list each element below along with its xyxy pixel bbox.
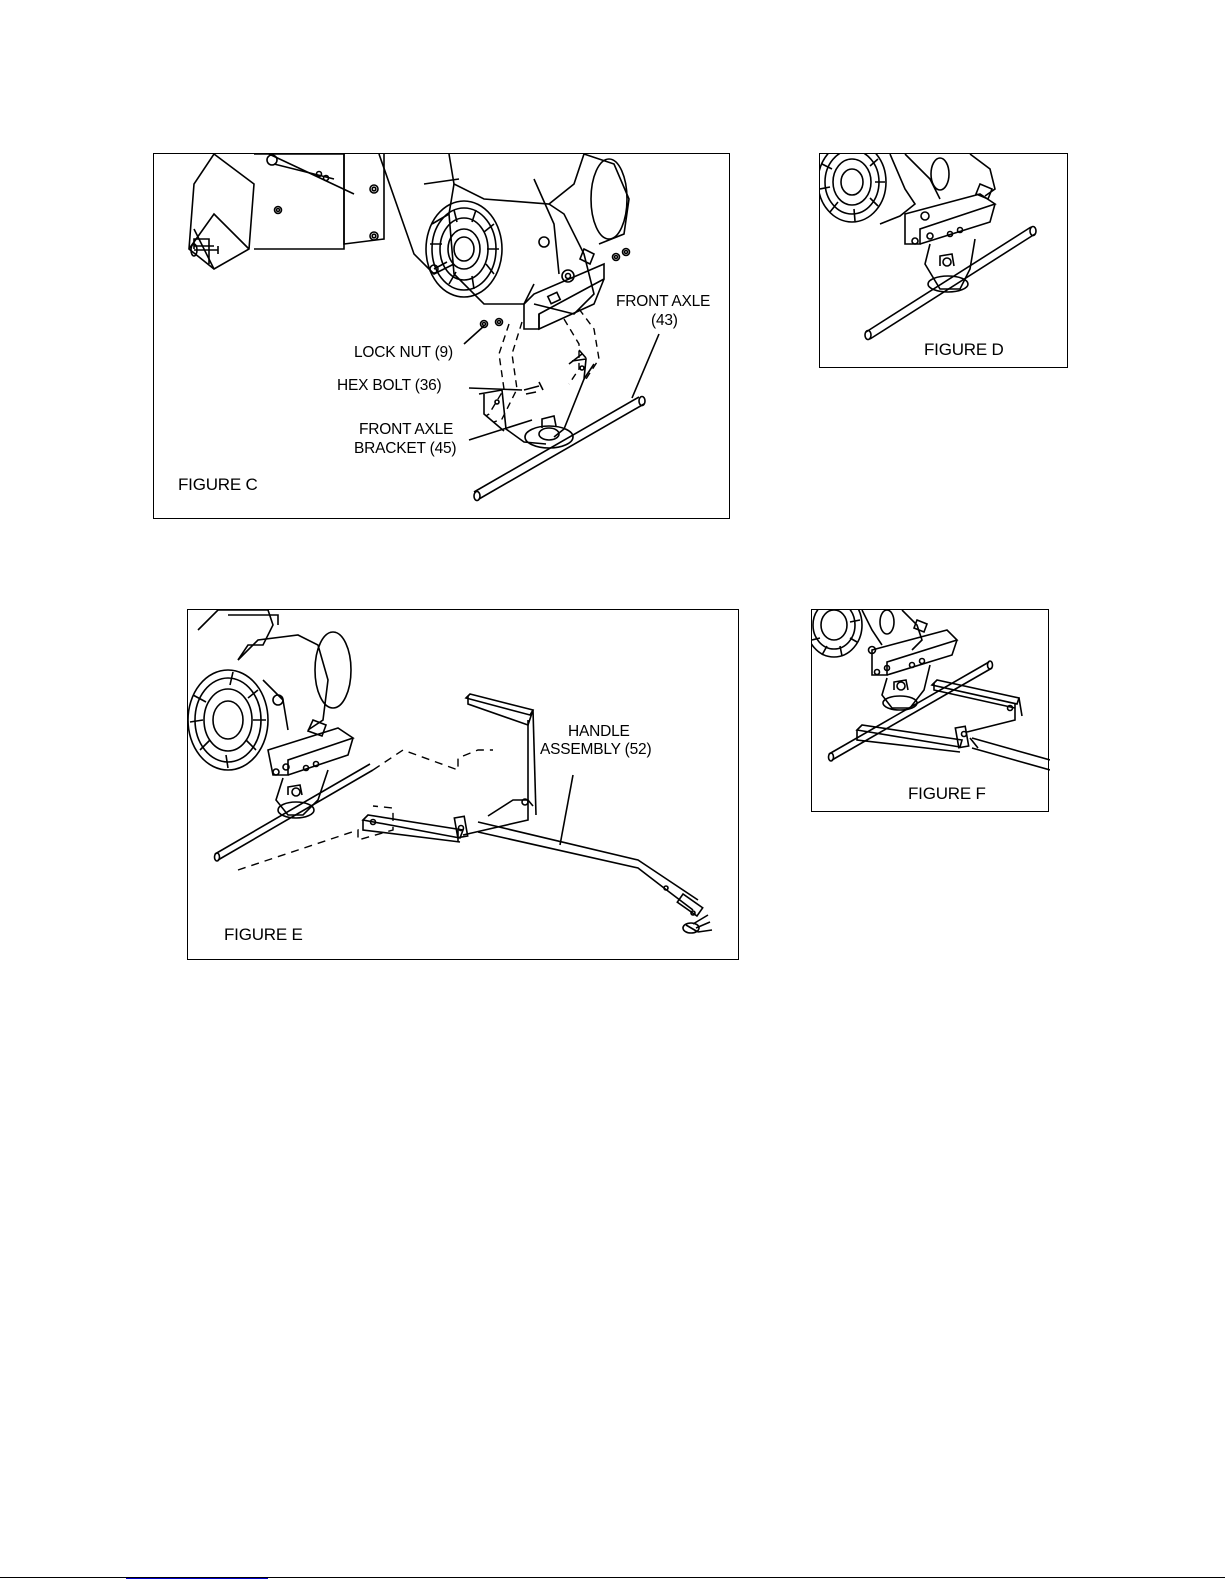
front-axle-label-line1: FRONT AXLE [616,293,710,311]
figure-e-caption: FIGURE E [224,925,303,945]
lock-nut-label: LOCK NUT (9) [354,344,453,362]
front-axle-bracket-label-line1: FRONT AXLE [359,421,453,439]
figure-e-panel: HANDLE ASSEMBLY (52) FIGURE E [187,609,739,960]
figure-c-panel: LOCK NUT (9) HEX BOLT (36) FRONT AXLE (4… [153,153,730,519]
handle-assembly-label-line1: HANDLE [568,723,630,741]
figure-d-panel: FIGURE D [819,153,1068,368]
hex-bolt-label: HEX BOLT (36) [337,377,442,395]
footer-link-underline[interactable] [126,1578,268,1579]
front-axle-label-line2: (43) [651,312,678,330]
figure-f-drawing [812,610,1050,813]
figure-d-drawing [820,154,1069,369]
figure-c-drawing [154,154,731,520]
figure-f-caption: FIGURE F [908,784,986,804]
figure-e-drawing [188,610,740,961]
figure-d-caption: FIGURE D [924,340,1004,360]
front-axle-bracket-label-line2: BRACKET (45) [354,440,456,458]
handle-assembly-label-line2: ASSEMBLY (52) [540,741,651,759]
figure-f-panel: FIGURE F [811,609,1049,812]
figure-c-caption: FIGURE C [178,475,258,495]
